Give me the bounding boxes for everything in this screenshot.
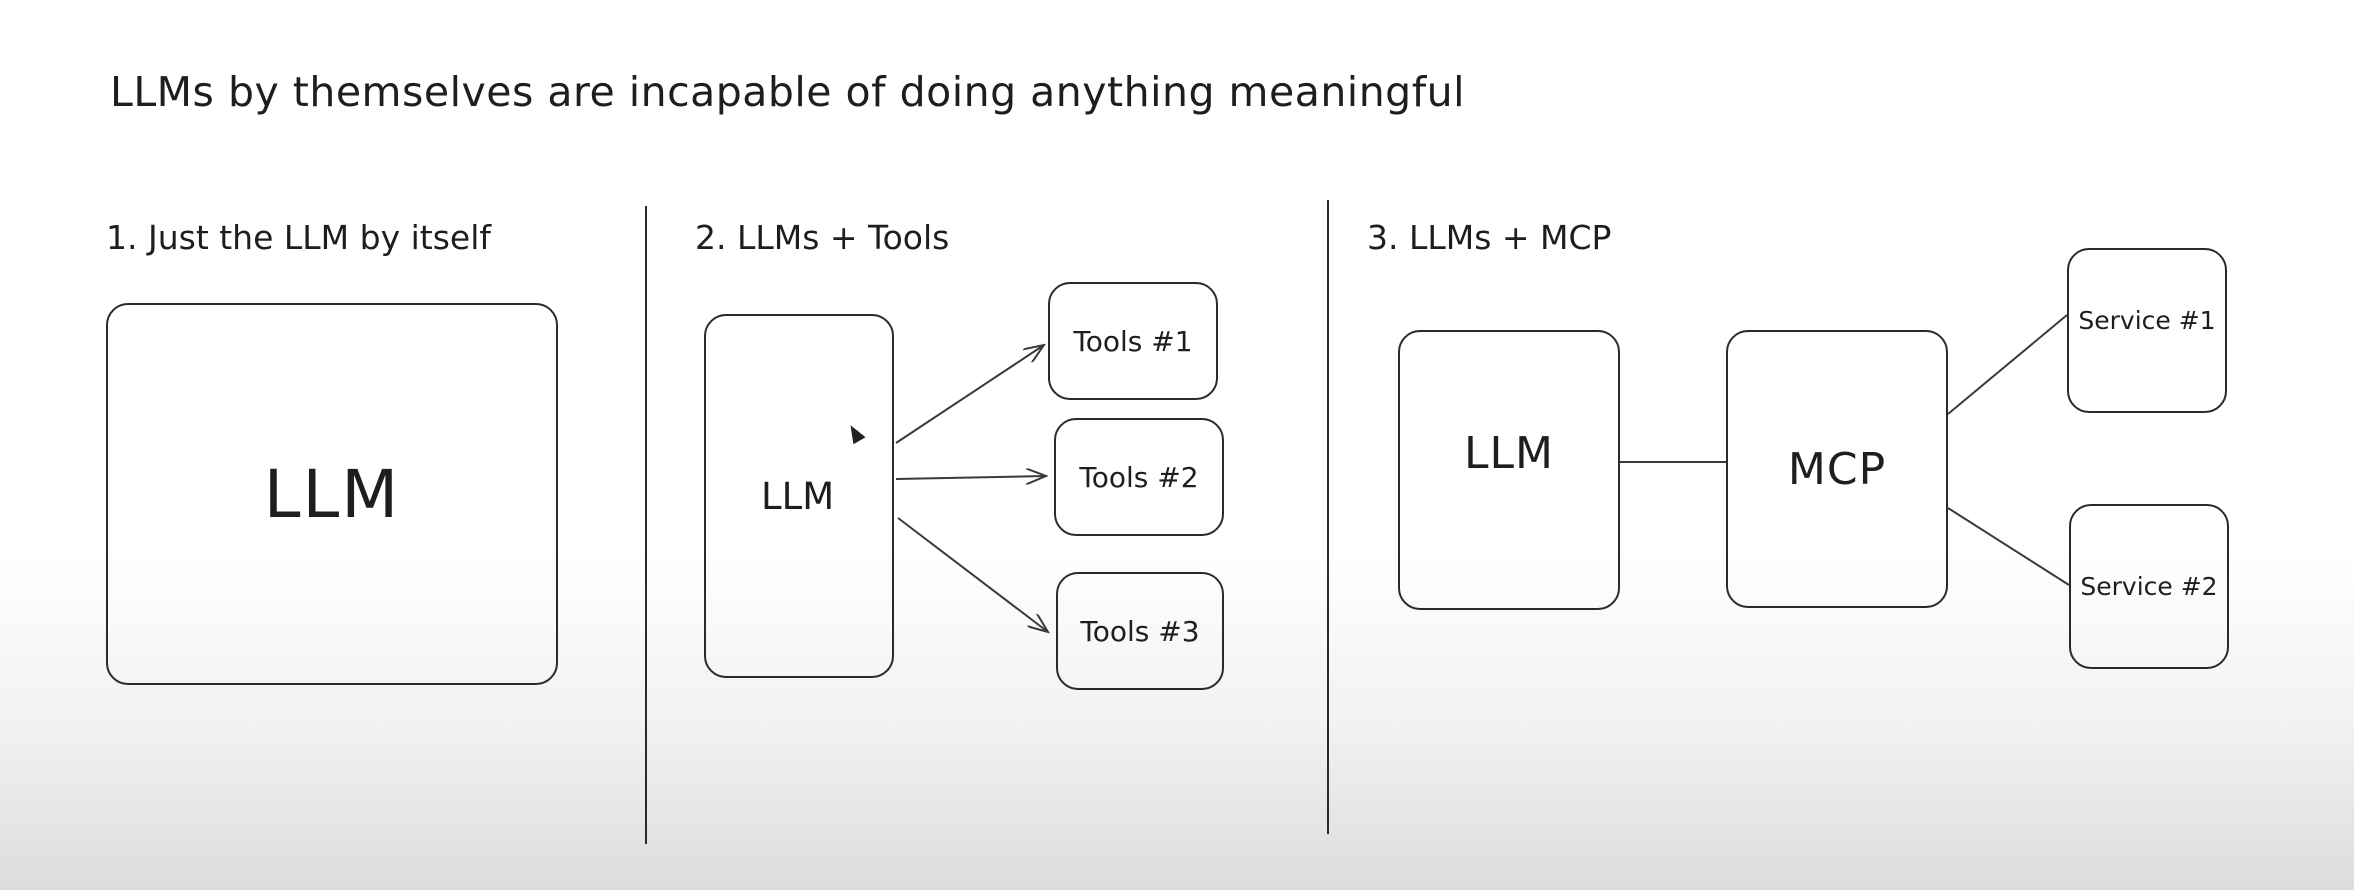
connector-mcp-to-service-1 — [1947, 314, 2068, 415]
mcp-box: MCP — [1726, 330, 1948, 608]
section-2-title: 2. LLMs + Tools — [695, 218, 950, 257]
section-divider-2 — [1327, 200, 1329, 834]
arrow-llm-to-tools-3 — [897, 517, 1048, 632]
service-2-label: Service #2 — [2080, 572, 2218, 601]
tools-3-box: Tools #3 — [1056, 572, 1224, 690]
section-3-llm-box: LLM — [1398, 330, 1620, 610]
service-1-label: Service #1 — [2078, 306, 2216, 335]
tools-3-label: Tools #3 — [1080, 614, 1200, 648]
section-1-llm-label: LLM — [263, 455, 401, 533]
service-1-box: Service #1 — [2067, 248, 2227, 413]
arrow-llm-to-tools-2 — [895, 476, 1046, 479]
section-3-llm-label: LLM — [1464, 428, 1554, 479]
service-2-box: Service #2 — [2069, 504, 2229, 669]
section-1-llm-box: LLM — [106, 303, 558, 685]
tools-2-box: Tools #2 — [1054, 418, 1224, 536]
section-3-title: 3. LLMs + MCP — [1367, 218, 1612, 257]
mcp-label: MCP — [1787, 443, 1887, 495]
connector-mcp-to-service-2 — [1947, 507, 2070, 586]
diagram-heading: LLMs by themselves are incapable of doin… — [110, 68, 1466, 116]
tools-2-label: Tools #2 — [1079, 460, 1199, 494]
section-divider-1 — [645, 206, 647, 844]
section-2-llm-label: LLM — [761, 474, 835, 518]
arrow-llm-to-tools-1 — [895, 345, 1044, 444]
tools-1-label: Tools #1 — [1073, 324, 1193, 358]
section-1-title: 1. Just the LLM by itself — [106, 218, 491, 257]
section-2-llm-box: LLM — [704, 314, 894, 678]
tools-1-box: Tools #1 — [1048, 282, 1218, 400]
